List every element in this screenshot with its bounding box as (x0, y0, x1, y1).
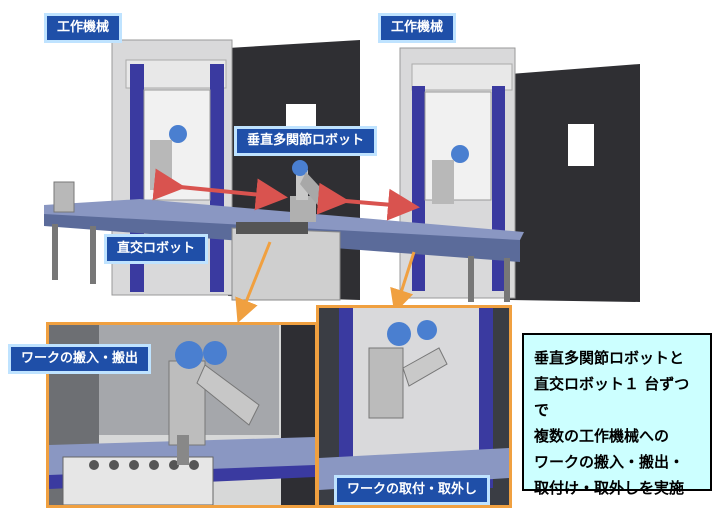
label-cartesian-robot: 直交ロボット (104, 234, 208, 264)
label-load-unload: ワークの搬入・搬出 (8, 344, 151, 374)
note-line-5: 取付け・取外しを実施 (534, 475, 704, 501)
label-attach-detach: ワークの取付・取外し (334, 475, 490, 505)
label-vertical-robot: 垂直多関節ロボット (234, 126, 377, 156)
note-line-2: 直交ロボット１ 台ずつで (534, 371, 704, 423)
label-machine-tool-right: 工作機械 (378, 13, 456, 43)
note-line-4: ワークの搬入・搬出・ (534, 449, 704, 475)
summary-note: 垂直多関節ロボットと 直交ロボット１ 台ずつで 複数の工作機械への ワークの搬入… (522, 333, 712, 491)
note-line-1: 垂直多関節ロボットと (534, 345, 704, 371)
label-machine-tool-left: 工作機械 (44, 13, 122, 43)
note-line-3: 複数の工作機械への (534, 423, 704, 449)
